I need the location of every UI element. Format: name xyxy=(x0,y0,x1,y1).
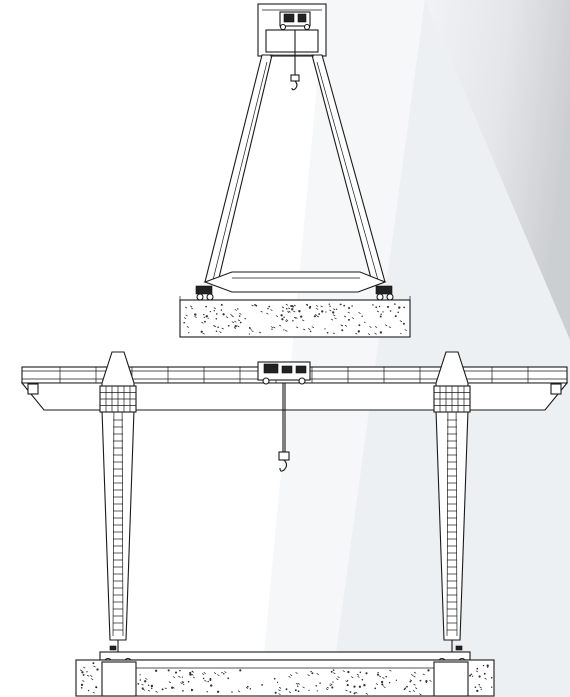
end-view-leg-left xyxy=(204,54,273,283)
front-view xyxy=(20,351,569,697)
hook-icon xyxy=(278,383,290,472)
front-view-leg-right xyxy=(433,351,471,652)
trolley-icon xyxy=(257,361,311,385)
front-view-leg-left xyxy=(99,351,137,652)
hook-icon xyxy=(290,30,300,91)
front-view-sill xyxy=(99,651,471,661)
end-view-sill-beam xyxy=(203,271,387,293)
end-view xyxy=(179,3,411,338)
end-view-leg-right xyxy=(311,54,386,283)
wheel-icon xyxy=(375,285,394,301)
front-view-foundation xyxy=(75,659,495,697)
front-view-girder xyxy=(20,382,569,411)
wheel-icon xyxy=(195,285,214,301)
trolley-icon xyxy=(279,11,311,31)
end-view-foundation xyxy=(179,299,411,338)
